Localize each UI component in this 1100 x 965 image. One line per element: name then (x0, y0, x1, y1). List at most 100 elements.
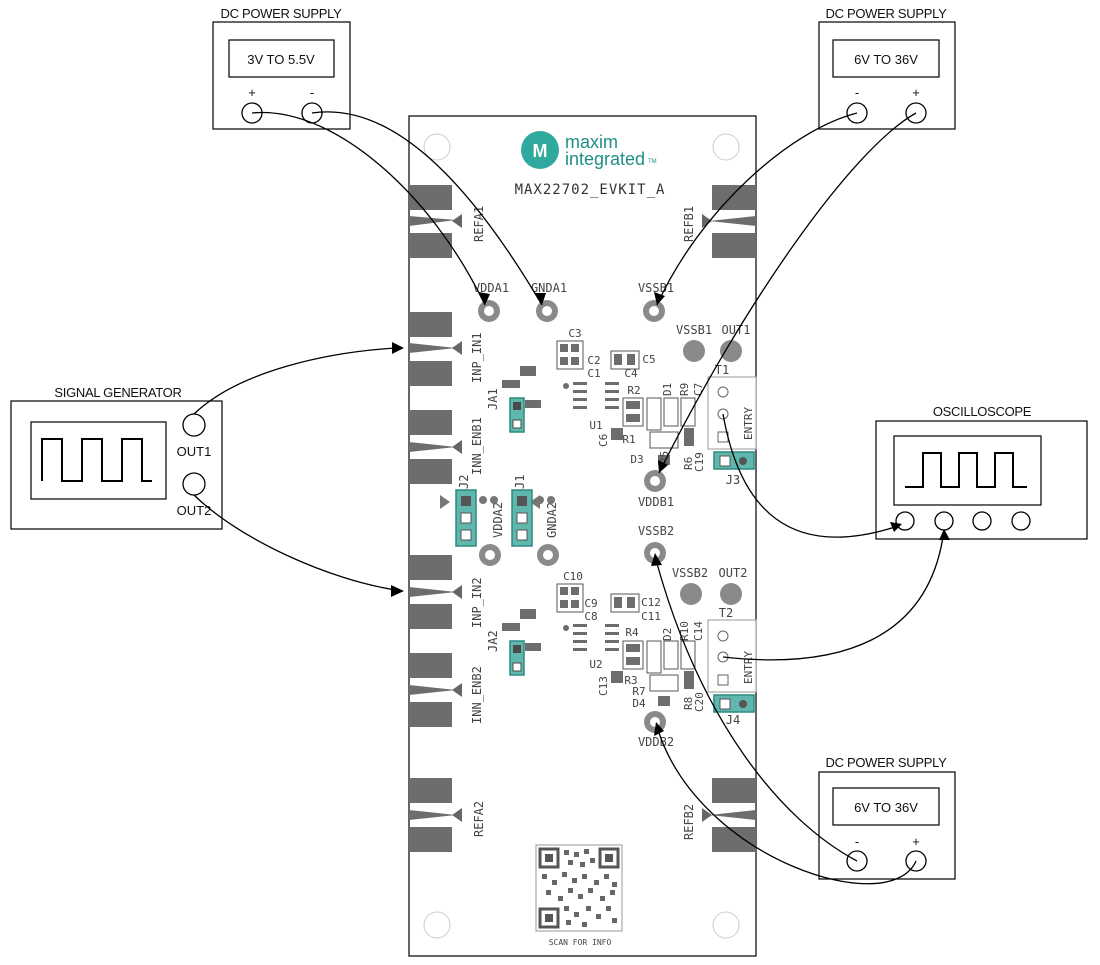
testpoint-vssb2-small (680, 583, 702, 605)
label-j3: J3 (726, 473, 740, 487)
label-c3: C3 (568, 327, 581, 340)
label-u2: U2 (589, 658, 602, 671)
label-j2: J2 (457, 475, 471, 489)
label-refa2: REFA2 (472, 801, 486, 837)
label-r4: R4 (625, 626, 639, 639)
label-c20: C20 (693, 692, 706, 712)
supply-low-title: DC POWER SUPPLY (221, 6, 343, 21)
label-d1: D1 (661, 383, 674, 396)
label-inp-in2: INP_IN2 (470, 577, 484, 628)
label-vddb1: VDDB1 (638, 495, 674, 509)
label-j4: J4 (726, 713, 740, 727)
brand-tm: TM (648, 159, 657, 165)
scope-square-wave-icon (905, 452, 1027, 488)
label-vdda2: VDDA2 (491, 502, 505, 538)
dc-power-supply-high-1: DC POWER SUPPLY 6V TO 36V - + (818, 6, 956, 130)
label-d2: D2 (661, 628, 674, 641)
label-vssb1: VSSB1 (638, 281, 674, 295)
label-c4: C4 (624, 367, 638, 380)
supply-high2-title: DC POWER SUPPLY (826, 755, 948, 770)
component-cluster-ch2 (556, 583, 696, 706)
jumper-j4 (713, 694, 755, 713)
transformer-t1 (707, 376, 757, 450)
wire-vssb2 (655, 559, 858, 862)
label-c8: C8 (584, 610, 597, 623)
label-c13: C13 (597, 676, 610, 696)
scope-ch3-terminal (972, 511, 992, 531)
sma-inp-in1 (409, 312, 462, 386)
wire-vddb2 (657, 729, 917, 885)
label-c5: C5 (642, 353, 655, 366)
label-entry1: ENTRY (742, 407, 755, 440)
label-vssb1-small: VSSB1 (676, 323, 712, 337)
label-c19: C19 (693, 452, 706, 472)
testpoint-gnda1 (536, 300, 558, 322)
arrowhead (654, 292, 665, 305)
label-r6: R6 (682, 457, 695, 470)
label-c1: C1 (587, 367, 600, 380)
sma-inn-enb2 (409, 653, 462, 727)
label-ja1: JA1 (486, 388, 500, 410)
supply-low-plus-label: + (248, 85, 256, 100)
arrowhead (478, 292, 490, 305)
label-r10: R10 (678, 621, 691, 641)
supply-high1-title: DC POWER SUPPLY (826, 6, 948, 21)
arrowhead (890, 522, 902, 532)
label-refb1: REFB1 (682, 206, 696, 242)
label-ja2: JA2 (486, 630, 500, 652)
supply-high1-plus-label: + (912, 85, 920, 100)
label-j1: J1 (513, 475, 527, 489)
svg-text:M: M (533, 141, 548, 161)
testpoint-out1 (720, 340, 742, 362)
signal-generator: SIGNAL GENERATOR OUT1 OUT2 (10, 385, 223, 530)
label-inn-enb1: INN_ENB1 (470, 417, 484, 475)
dc-power-supply-low: DC POWER SUPPLY 3V TO 5.5V + - (212, 6, 351, 130)
mounting-hole (423, 133, 451, 161)
sma-inp-in2 (409, 555, 462, 629)
arrowhead (392, 342, 404, 354)
label-out2: OUT2 (719, 566, 748, 580)
jumper-ja2 (502, 609, 541, 676)
jumper-j3 (713, 451, 755, 470)
arrowhead (658, 460, 668, 473)
brand-line2: integrated (565, 149, 645, 169)
label-vddb2: VDDB2 (638, 735, 674, 749)
label-r1: R1 (622, 433, 635, 446)
supply-high1-minus-label: - (855, 85, 859, 100)
label-vssb2: VSSB2 (638, 524, 674, 538)
siggen-out2-label: OUT2 (177, 503, 212, 518)
supply-high1-display: 6V TO 36V (854, 52, 918, 67)
label-inn-enb2: INN_ENB2 (470, 666, 484, 724)
jumper-j2 (440, 489, 477, 547)
brand-line1: maxim (565, 132, 618, 152)
label-c11: C11 (641, 610, 661, 623)
wire-out1-inp-in1 (193, 347, 397, 415)
label-u1: U1 (589, 419, 602, 432)
scope-ch2-terminal (934, 511, 954, 531)
supply-high2-minus-label: - (855, 834, 859, 849)
wire-t2-scope (722, 529, 945, 661)
label-c12: C12 (641, 596, 661, 609)
wire-t1-scope (722, 413, 896, 538)
sma-refa2 (409, 778, 462, 852)
wire-out2-inp-in2 (193, 494, 397, 591)
testpoint-out2 (720, 583, 742, 605)
testpoint-vddb1 (644, 470, 666, 492)
label-c9: C9 (584, 597, 597, 610)
siggen-out1-terminal (182, 413, 206, 437)
component-cluster-ch1 (556, 340, 696, 465)
sma-inn-enb1 (409, 410, 462, 484)
connection-wires (193, 111, 950, 885)
evaluation-board: M maxim integrated TM MAX22702_EVKIT_A (408, 115, 757, 957)
qr-caption: SCAN FOR INFO (549, 938, 612, 947)
label-c14: C14 (692, 621, 705, 641)
scope-ch4-terminal (1011, 511, 1031, 531)
label-out1: OUT1 (722, 323, 751, 337)
label-inp-in1: INP_IN1 (470, 332, 484, 383)
oscilloscope: OSCILLOSCOPE (875, 404, 1088, 540)
mounting-hole (712, 911, 740, 939)
jumper-ja1 (502, 366, 541, 433)
testpoint-vssb1 (643, 300, 665, 322)
dc-power-supply-high-2: DC POWER SUPPLY 6V TO 36V - + (818, 755, 956, 880)
